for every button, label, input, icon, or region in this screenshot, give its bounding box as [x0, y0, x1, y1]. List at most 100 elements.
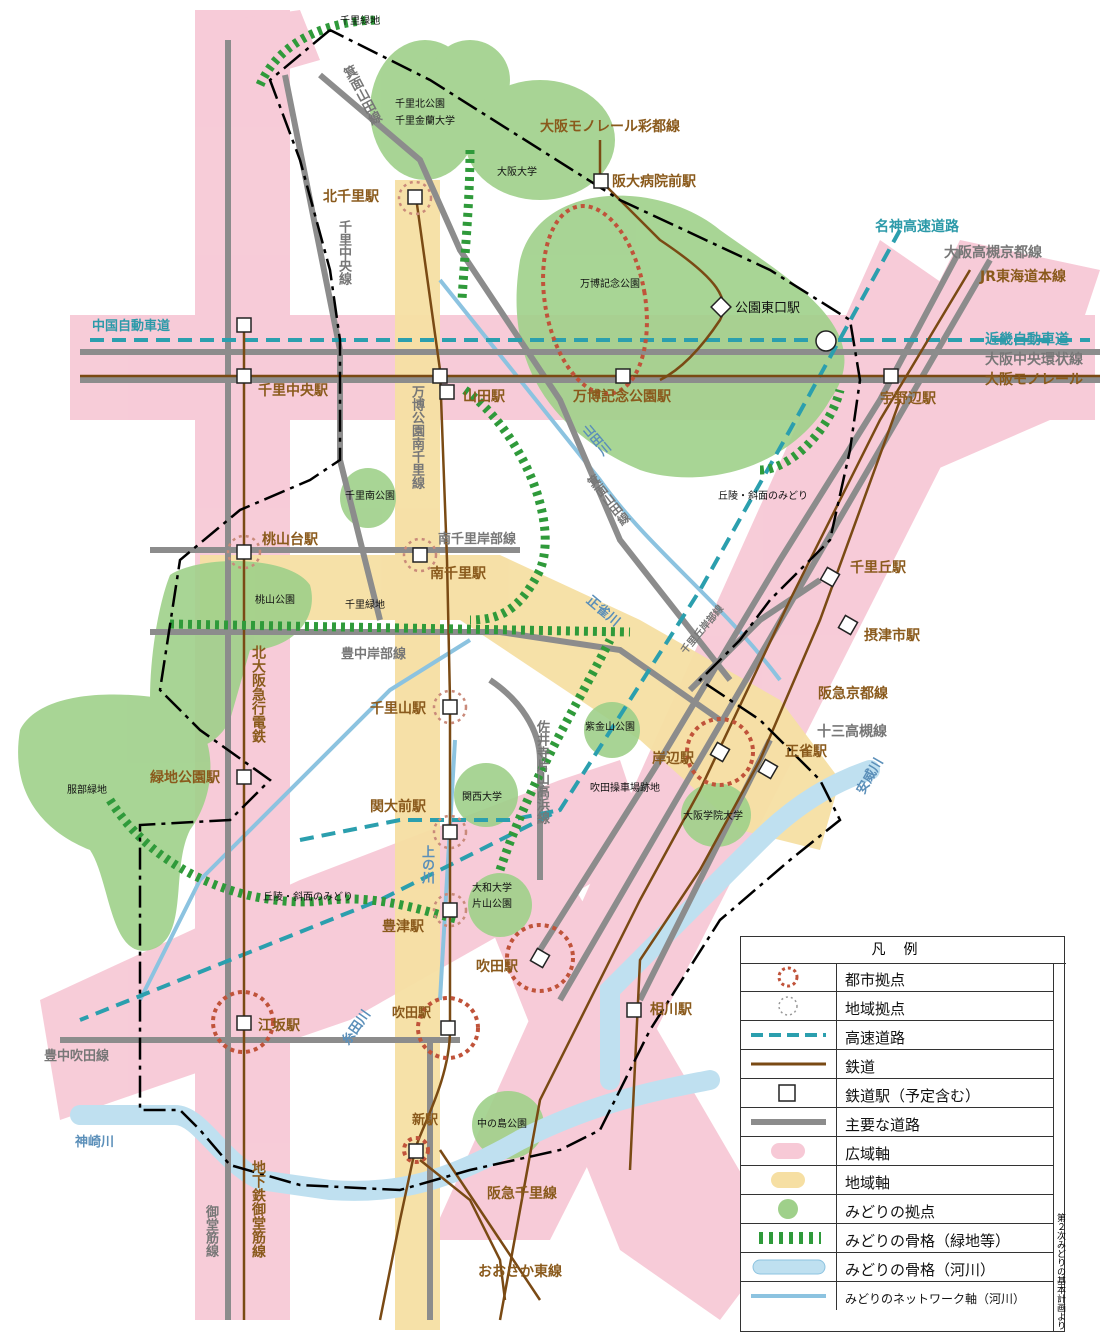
green-circle-icon: [778, 1199, 798, 1219]
st-shin: [408, 1143, 424, 1159]
label-osaka-univ: 大阪大学: [497, 167, 537, 178]
pink-band-icon: [771, 1143, 805, 1159]
legend-item-green-base: みどりの拠点: [741, 1195, 1053, 1224]
legend-item-local-center: 地域拠点: [741, 992, 1053, 1021]
label-osaka-higashi: おおさか東線: [478, 1264, 562, 1280]
label-suita-sosha: 吹田操車場跡地: [590, 783, 660, 794]
label-momoyamadai-st: 桃山台駅: [262, 532, 318, 548]
legend-item-green-skeleton: みどりの骨格（緑地等）: [741, 1224, 1053, 1253]
road-toyonaka-kishibe: [150, 629, 722, 723]
legend-label: 主要な道路: [845, 1116, 921, 1134]
label-senriyama-st: 千里山駅: [370, 701, 426, 717]
legend-label: みどりのネットワーク軸（河川）: [845, 1292, 1026, 1306]
st-shojaku: [757, 758, 779, 780]
legend-item-expressway: 高速道路: [741, 1021, 1053, 1050]
label-kyuryo-midori-2: 丘陵・斜面のみどり: [263, 892, 353, 903]
label-minami-senri-kishibe: 南千里岸部線: [438, 532, 517, 547]
label-monorail-saito: 大阪モノレール彩都線: [540, 119, 680, 135]
label-koen-higashi: 公園東口駅: [735, 301, 801, 316]
legend-item-wide-axis: 広域軸: [741, 1137, 1053, 1166]
center-banpaku: [541, 204, 649, 396]
label-momoyama-park: 桃山公園: [255, 595, 295, 606]
rail-osaka-higashi: [438, 1149, 542, 1301]
st-senri-chuo: [236, 368, 252, 384]
boundary-line: [138, 28, 862, 1192]
local-senriyama: [432, 689, 468, 725]
dotted-red-circle-icon: [777, 966, 799, 988]
label-aikawa-st: 相川駅: [650, 1002, 692, 1018]
st-suita-jr: [529, 947, 551, 969]
road-senri-chuo: [282, 74, 383, 621]
label-unobe-st: 宇野辺駅: [880, 391, 936, 407]
itakano-river-line: [138, 638, 472, 1001]
label-kitasenri-st: 北千里駅: [323, 189, 379, 205]
center-shin: [402, 1136, 430, 1164]
st-kandaimae: [442, 824, 458, 840]
meishin-expressway: [79, 229, 902, 1022]
road-sai-katayama: [488, 677, 543, 880]
local-kitasenri: [397, 180, 433, 216]
st-banpaku-node: [815, 330, 837, 352]
label-chugoku-exp: 中国自動車道: [92, 319, 171, 334]
city-boundary: [138, 28, 862, 1192]
label-senri-kita-park: 千里北公園: [395, 99, 445, 110]
local-toyotsu: [432, 892, 468, 928]
legend-label: 高速道路: [845, 1029, 906, 1047]
label-kandaimae-st: 関大前駅: [370, 799, 426, 815]
local-momoyamadai: [226, 534, 262, 570]
legend-item-road: 主要な道路: [741, 1108, 1053, 1137]
dotted-gray-circle-icon: [778, 996, 798, 1016]
legend-label: みどりの骨格（緑地等）: [845, 1232, 1011, 1250]
label-jusan-takatsuki: 十三高槻線: [817, 724, 887, 740]
label-hankyu-kyoto: 阪急京都線: [818, 686, 888, 702]
label-senri-ryokuchi-2: 千里緑地: [345, 600, 385, 611]
hatch-east: [759, 388, 845, 475]
label-katayama-park: 片山公園: [472, 899, 512, 910]
legend-item-city-center: 都市拠点: [741, 963, 1053, 992]
anikawa-river: [600, 760, 880, 1090]
st-banpaku: [615, 368, 631, 384]
osaka-gakuin: [681, 783, 751, 847]
label-senri-oka-st: 千里丘駅: [850, 560, 906, 576]
green-hatch-icon: [759, 1232, 821, 1244]
label-senri-ryokuchi: 千里緑地: [340, 16, 380, 27]
kami-river-line: [438, 739, 457, 1001]
center-esaka: [211, 990, 275, 1054]
label-kami-river: 上の川: [419, 845, 434, 884]
local-centers: [226, 180, 468, 928]
rail-jr-tokaido: [498, 269, 972, 1321]
kansai-univ: [454, 763, 518, 827]
st-yamada-a: [432, 368, 448, 384]
road-minoh-yamada: [318, 72, 733, 682]
label-shikanai-park: 紫金山公園: [585, 722, 635, 733]
label-kinki-exp: 近畿自動車道: [985, 332, 1069, 348]
label-yamada-st: 山田駅: [463, 389, 505, 405]
label-kansai-univ: 関西大学: [462, 792, 502, 803]
center-suita-jr: [505, 923, 575, 993]
local-minamisenri: [402, 537, 438, 573]
blue-line-icon: [751, 1294, 826, 1298]
legend-title: 凡例: [741, 937, 1066, 964]
label-osaka-monorail: 大阪モノレール: [985, 372, 1083, 388]
legend-note: 第２次みどりの基本計画より: [1053, 963, 1065, 1331]
label-midosuji: 御堂筋線: [203, 1205, 218, 1257]
label-yamato-univ: 大和大学: [472, 883, 512, 894]
label-nakanoshima-park: 中の島公園: [477, 1119, 527, 1130]
center-suita-hankyu: [416, 996, 480, 1060]
hatch-osaka-univ: [457, 149, 475, 301]
hatch-senri-minami: [462, 386, 550, 625]
label-toyotsu-st: 豊津駅: [382, 919, 424, 935]
river-lines: [138, 278, 782, 1001]
label-osaka-gakuin: 大阪学院大学: [683, 811, 743, 822]
label-senri-kinran: 千里金蘭大学: [395, 116, 455, 127]
label-banpaku-minami: 万博公園南千里線: [409, 385, 424, 489]
osaka-univ-green: [465, 80, 615, 200]
meishin-link: [299, 808, 561, 842]
label-banpaku-st: 万博記念公園駅: [573, 389, 671, 405]
label-suita-st: 吹田駅: [476, 959, 518, 975]
st-handai: [593, 173, 609, 189]
st-yamada-b: [439, 384, 455, 400]
st-aikawa: [626, 1002, 642, 1018]
st-unobe: [883, 368, 899, 384]
